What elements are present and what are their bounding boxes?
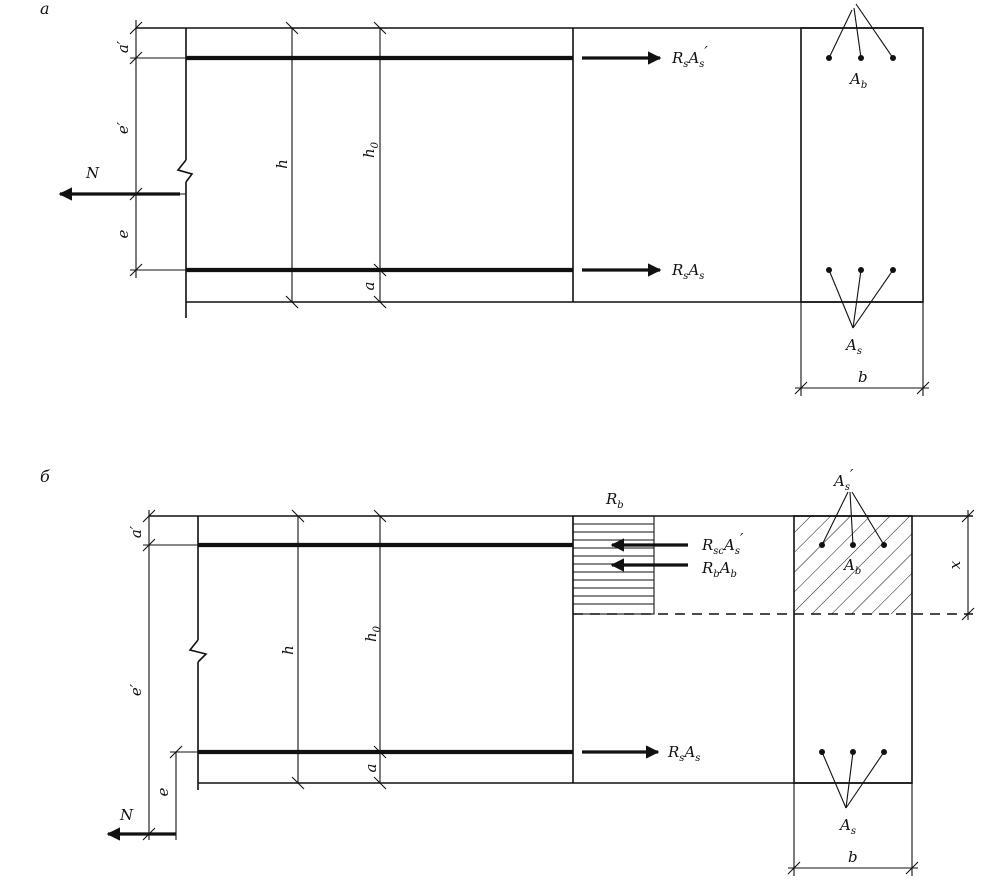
panel-a-dim-e-prime: e′ — [114, 121, 132, 134]
panel-b-dim-a-prime: a′ — [127, 525, 145, 538]
panel-b-stress-label: Rb — [605, 490, 624, 511]
panel-b-h-dimension — [291, 509, 305, 790]
panel-a-force-top-label: RsAs′ — [671, 43, 708, 70]
panel-a-dim-a-prime: a′ — [114, 40, 132, 53]
panel-a-section-width-label: b — [858, 368, 868, 386]
panel-a-bottom-bars — [826, 267, 896, 329]
panel-b-top-bars — [819, 491, 887, 548]
panel-b-compressed-zone — [794, 516, 912, 614]
panel-a-dim-a: a — [360, 282, 378, 291]
panel-a-dim-h0: h0 — [360, 141, 381, 158]
panel-b-dim-h0: h0 — [362, 625, 383, 642]
panel-a-top-bars — [826, 3, 896, 61]
panel-b-section-width-label: b — [848, 848, 858, 866]
panel-b-bottom-bars — [819, 749, 887, 809]
panel-b-dim-x: x — [946, 560, 964, 569]
panel-a-h0-dimension — [373, 21, 573, 309]
panel-b-dim-h: h — [279, 645, 297, 655]
panel-a-force-bottom-label: RsAs — [671, 261, 704, 282]
panel-b-force-bottom-label: RsAs — [667, 743, 700, 764]
panel-b-cross-section — [787, 509, 975, 876]
panel-a-section-top-label: Ab — [848, 70, 867, 91]
panel-b: б — [40, 466, 975, 876]
panel-b-dim-e-prime: e′ — [127, 683, 145, 696]
panel-b-force-b-label: RbAb — [701, 559, 737, 580]
panel-b-dim-a: a — [362, 764, 380, 773]
panel-b-label: б — [40, 467, 50, 486]
panel-a-cross-section — [794, 27, 930, 396]
panel-a-section-bottom-label: As — [844, 336, 862, 357]
panel-a-dim-e: e — [114, 229, 132, 238]
panel-a-h-dimension — [285, 21, 299, 309]
panel-a: а a′ e′ e — [40, 0, 930, 396]
panel-b-section-top-label: As′ — [832, 466, 854, 493]
panel-a-left-dimension — [129, 20, 186, 278]
panel-a-beam — [136, 27, 923, 318]
panel-a-label: а — [40, 0, 50, 18]
panel-b-force-sc-label: RscAs′ — [701, 530, 744, 557]
panel-a-force-n-label: N — [85, 164, 100, 182]
panel-a-dim-h: h — [273, 159, 291, 169]
panel-b-force-n-label: N — [119, 806, 134, 824]
panel-b-h0-dimension — [373, 509, 387, 790]
panel-b-dim-e: e — [154, 787, 172, 796]
panel-b-section-mid-label: Ab — [842, 556, 861, 577]
panel-b-section-bottom-label: As — [838, 816, 856, 837]
